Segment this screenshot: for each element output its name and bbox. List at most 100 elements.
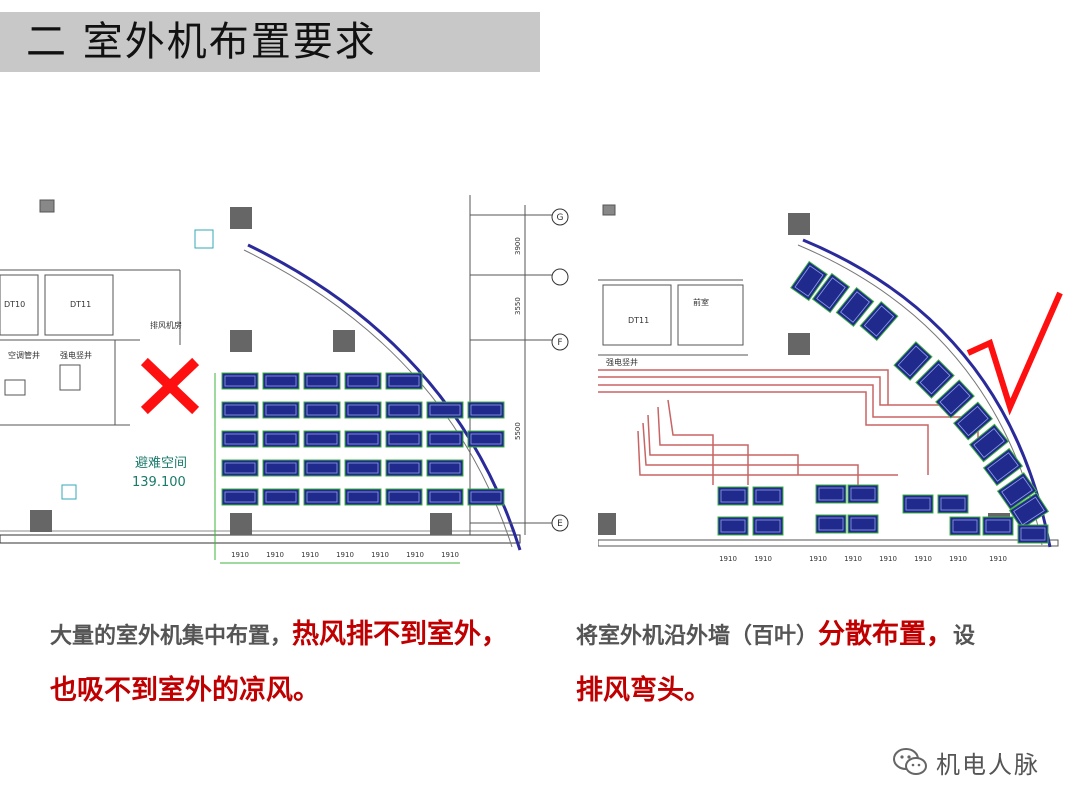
- dim-r-7: 1910: [949, 555, 967, 563]
- right-caption-text-c: 设: [953, 624, 976, 649]
- outdoor-unit: [426, 459, 464, 477]
- cross-icon: [140, 357, 200, 415]
- outdoor-unit: [262, 488, 300, 506]
- refuge-area-label: 避难空间: [135, 456, 187, 471]
- outdoor-unit: [815, 484, 847, 504]
- left-caption-text-a: 大量的室外机集中布置，: [50, 624, 293, 649]
- outdoor-unit: [949, 516, 981, 536]
- outdoor-unit: [467, 430, 505, 448]
- room-label-power-shaft: 强电竖井: [60, 350, 92, 360]
- room-label-dt10: DT10: [4, 300, 25, 309]
- outdoor-unit: [937, 494, 969, 514]
- dim-r-8: 1910: [989, 555, 1007, 563]
- dim-r-5: 1910: [879, 555, 897, 563]
- dim-r-4: 1910: [844, 555, 862, 563]
- left-caption-text-b: 热风排不到室外，: [292, 619, 509, 650]
- axis-label-e: E: [557, 519, 563, 529]
- outdoor-unit: [815, 514, 847, 534]
- outdoor-unit: [847, 514, 879, 534]
- outdoor-unit: [752, 516, 784, 536]
- outdoor-unit: [1017, 524, 1049, 544]
- outdoor-unit: [385, 372, 423, 390]
- dim-vert-2: 3550: [514, 297, 522, 315]
- outdoor-unit: [859, 301, 899, 341]
- dim-bottom-6: 1910: [406, 551, 424, 559]
- refuge-elevation: 139.100: [132, 475, 186, 490]
- left-caption-line1: 大量的室外机集中布置，热风排不到室外，: [50, 612, 508, 651]
- outdoor-unit: [344, 488, 382, 506]
- outdoor-unit: [385, 430, 423, 448]
- room-label-dt11-right: DT11: [628, 316, 649, 325]
- outdoor-unit: [262, 459, 300, 477]
- outdoor-unit: [221, 430, 259, 448]
- dim-bottom-1: 1910: [231, 551, 249, 559]
- outdoor-unit: [790, 260, 828, 302]
- outdoor-unit: [262, 372, 300, 390]
- outdoor-unit: [426, 488, 464, 506]
- outdoor-unit: [303, 488, 341, 506]
- outdoor-unit: [968, 423, 1010, 463]
- dim-r-6: 1910: [914, 555, 932, 563]
- dispersed-outdoor-units: [717, 260, 1050, 544]
- outdoor-unit: [467, 401, 505, 419]
- outdoor-unit: [935, 379, 975, 419]
- right-caption-text-a: 将室外机沿外墙（百叶）: [576, 624, 819, 649]
- outdoor-units-cluster: [221, 372, 505, 506]
- outdoor-unit: [426, 430, 464, 448]
- axis-label-f: F: [557, 338, 562, 348]
- dim-bottom-3: 1910: [301, 551, 319, 559]
- left-floor-plan: G F E DT10 DT11 空调管井 强电竖井 排风机房 避难空间 139.…: [0, 195, 569, 564]
- outdoor-unit: [344, 401, 382, 419]
- outdoor-unit: [902, 494, 934, 514]
- watermark-text: 机电人脉: [936, 750, 1040, 779]
- outdoor-unit: [847, 484, 879, 504]
- outdoor-unit: [1008, 492, 1050, 530]
- check-icon: [966, 291, 1063, 416]
- exhaust-ducts: [598, 369, 979, 485]
- dim-vert-1: 3900: [514, 237, 522, 255]
- axis-label-g: G: [557, 213, 564, 223]
- right-caption-line1: 将室外机沿外墙（百叶）分散布置，设: [576, 612, 975, 651]
- dim-bottom-7: 1910: [441, 551, 459, 559]
- outdoor-unit: [344, 372, 382, 390]
- right-caption-text-b: 分散布置，: [818, 619, 954, 650]
- dim-r-3: 1910: [809, 555, 827, 563]
- outdoor-unit: [385, 459, 423, 477]
- outdoor-unit: [893, 341, 933, 381]
- dim-bottom-4: 1910: [336, 551, 354, 559]
- outdoor-unit: [717, 516, 749, 536]
- outdoor-unit: [221, 372, 259, 390]
- outdoor-unit: [303, 372, 341, 390]
- room-label-exhaust: 排风机房: [150, 320, 182, 330]
- outdoor-unit: [835, 286, 875, 328]
- left-caption-line2: 也吸不到室外的凉风。: [50, 675, 320, 706]
- outdoor-unit: [303, 430, 341, 448]
- outdoor-unit: [915, 359, 955, 399]
- outdoor-unit: [426, 401, 464, 419]
- outdoor-unit: [303, 459, 341, 477]
- room-label-ac-shaft: 空调管井: [8, 350, 40, 360]
- right-caption-line2: 排风弯头。: [576, 675, 711, 706]
- outdoor-unit: [467, 488, 505, 506]
- outdoor-unit: [262, 430, 300, 448]
- room-label-dt11: DT11: [70, 300, 91, 309]
- outdoor-unit: [344, 430, 382, 448]
- outdoor-unit: [953, 401, 993, 441]
- outdoor-unit: [344, 459, 382, 477]
- outdoor-unit: [262, 401, 300, 419]
- title-bar: 二 室外机布置要求: [0, 12, 540, 72]
- dim-vert-3: 5500: [514, 422, 522, 440]
- outdoor-unit: [982, 447, 1024, 487]
- dim-bottom-2: 1910: [266, 551, 284, 559]
- dim-r-1: 1910: [719, 555, 737, 563]
- wechat-icon: [893, 748, 927, 775]
- page-title: 二 室外机布置要求: [26, 19, 377, 65]
- outdoor-unit: [385, 401, 423, 419]
- right-floor-plan: DT11 前室 强电竖井 1910 1910 1910 1910 1910 19…: [598, 204, 1063, 563]
- watermark: 机电人脉: [892, 742, 1040, 782]
- outdoor-unit: [752, 486, 784, 506]
- outdoor-unit: [221, 459, 259, 477]
- dim-r-2: 1910: [754, 555, 772, 563]
- outdoor-unit: [303, 401, 341, 419]
- room-label-power-right: 强电竖井: [606, 357, 638, 367]
